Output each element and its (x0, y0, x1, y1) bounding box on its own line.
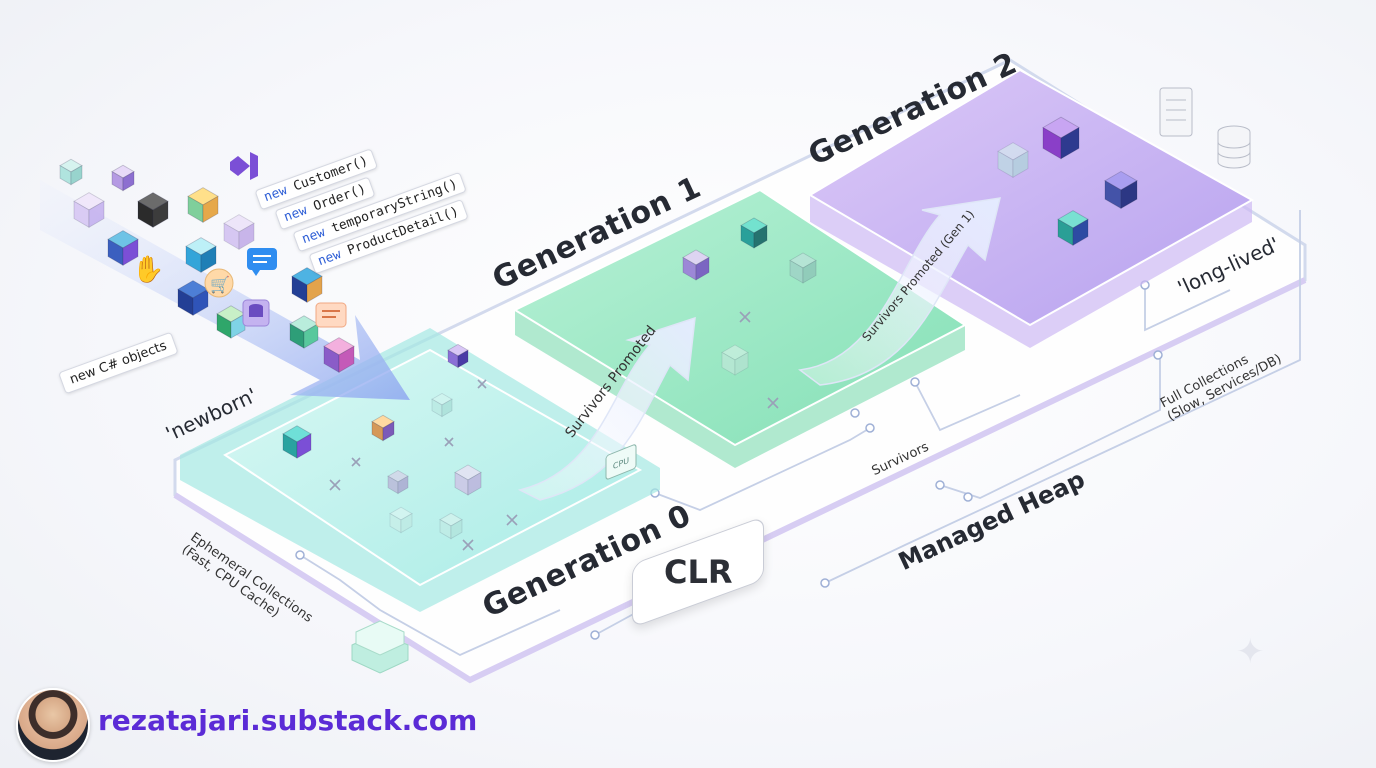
object-cube (721, 344, 749, 376)
svg-text:🛒: 🛒 (210, 275, 230, 294)
circuit-lines (299, 210, 1301, 657)
object-cube (107, 230, 139, 266)
object-cube (371, 414, 395, 442)
cart-icon: 🛒 (204, 268, 234, 298)
object-cube (447, 343, 469, 369)
object-cube (431, 392, 453, 418)
object-cube (387, 469, 409, 495)
cpu-icon: CPU (605, 444, 637, 480)
clr-label: CLR (663, 553, 733, 592)
server-icon (1159, 87, 1193, 137)
object-cube (177, 280, 209, 316)
promotion-arrow-gen1-gen2 (798, 197, 1001, 386)
chat-icon (247, 248, 277, 276)
object-cube (1042, 116, 1080, 160)
brand-url-link[interactable]: rezatajari.substack.com (98, 704, 478, 737)
object-cube (59, 158, 83, 186)
object-cube (323, 337, 355, 373)
promotion-arrow-gen0-gen1 (517, 316, 696, 501)
collected-marks (329, 311, 779, 551)
object-cube (73, 192, 105, 228)
cache-blocks (351, 620, 409, 674)
hand-icon: ✋ (132, 254, 164, 285)
object-cube (289, 315, 319, 349)
object-cube (216, 305, 246, 339)
object-cube (1057, 210, 1089, 246)
object-cube (185, 237, 217, 273)
object-cube (997, 142, 1029, 178)
object-cube (682, 249, 710, 281)
database-icon (1217, 125, 1251, 169)
message-icon (315, 302, 347, 328)
object-cube (187, 187, 219, 223)
db-app-icon (242, 299, 270, 327)
object-cube (223, 214, 255, 250)
object-cube (789, 252, 817, 284)
object-cubes (59, 116, 1138, 540)
sparkle-icon: ✦ (1236, 632, 1265, 672)
object-cube (740, 217, 768, 249)
object-cube (439, 512, 463, 540)
object-cube (111, 164, 135, 192)
object-cube (1104, 170, 1138, 210)
object-cube (137, 192, 169, 228)
object-cube (389, 506, 413, 534)
object-cube (282, 425, 312, 459)
svg-text:✋: ✋ (132, 254, 164, 285)
object-cube (454, 464, 482, 496)
visual-studio-icon (230, 152, 258, 180)
author-avatar (16, 688, 90, 762)
